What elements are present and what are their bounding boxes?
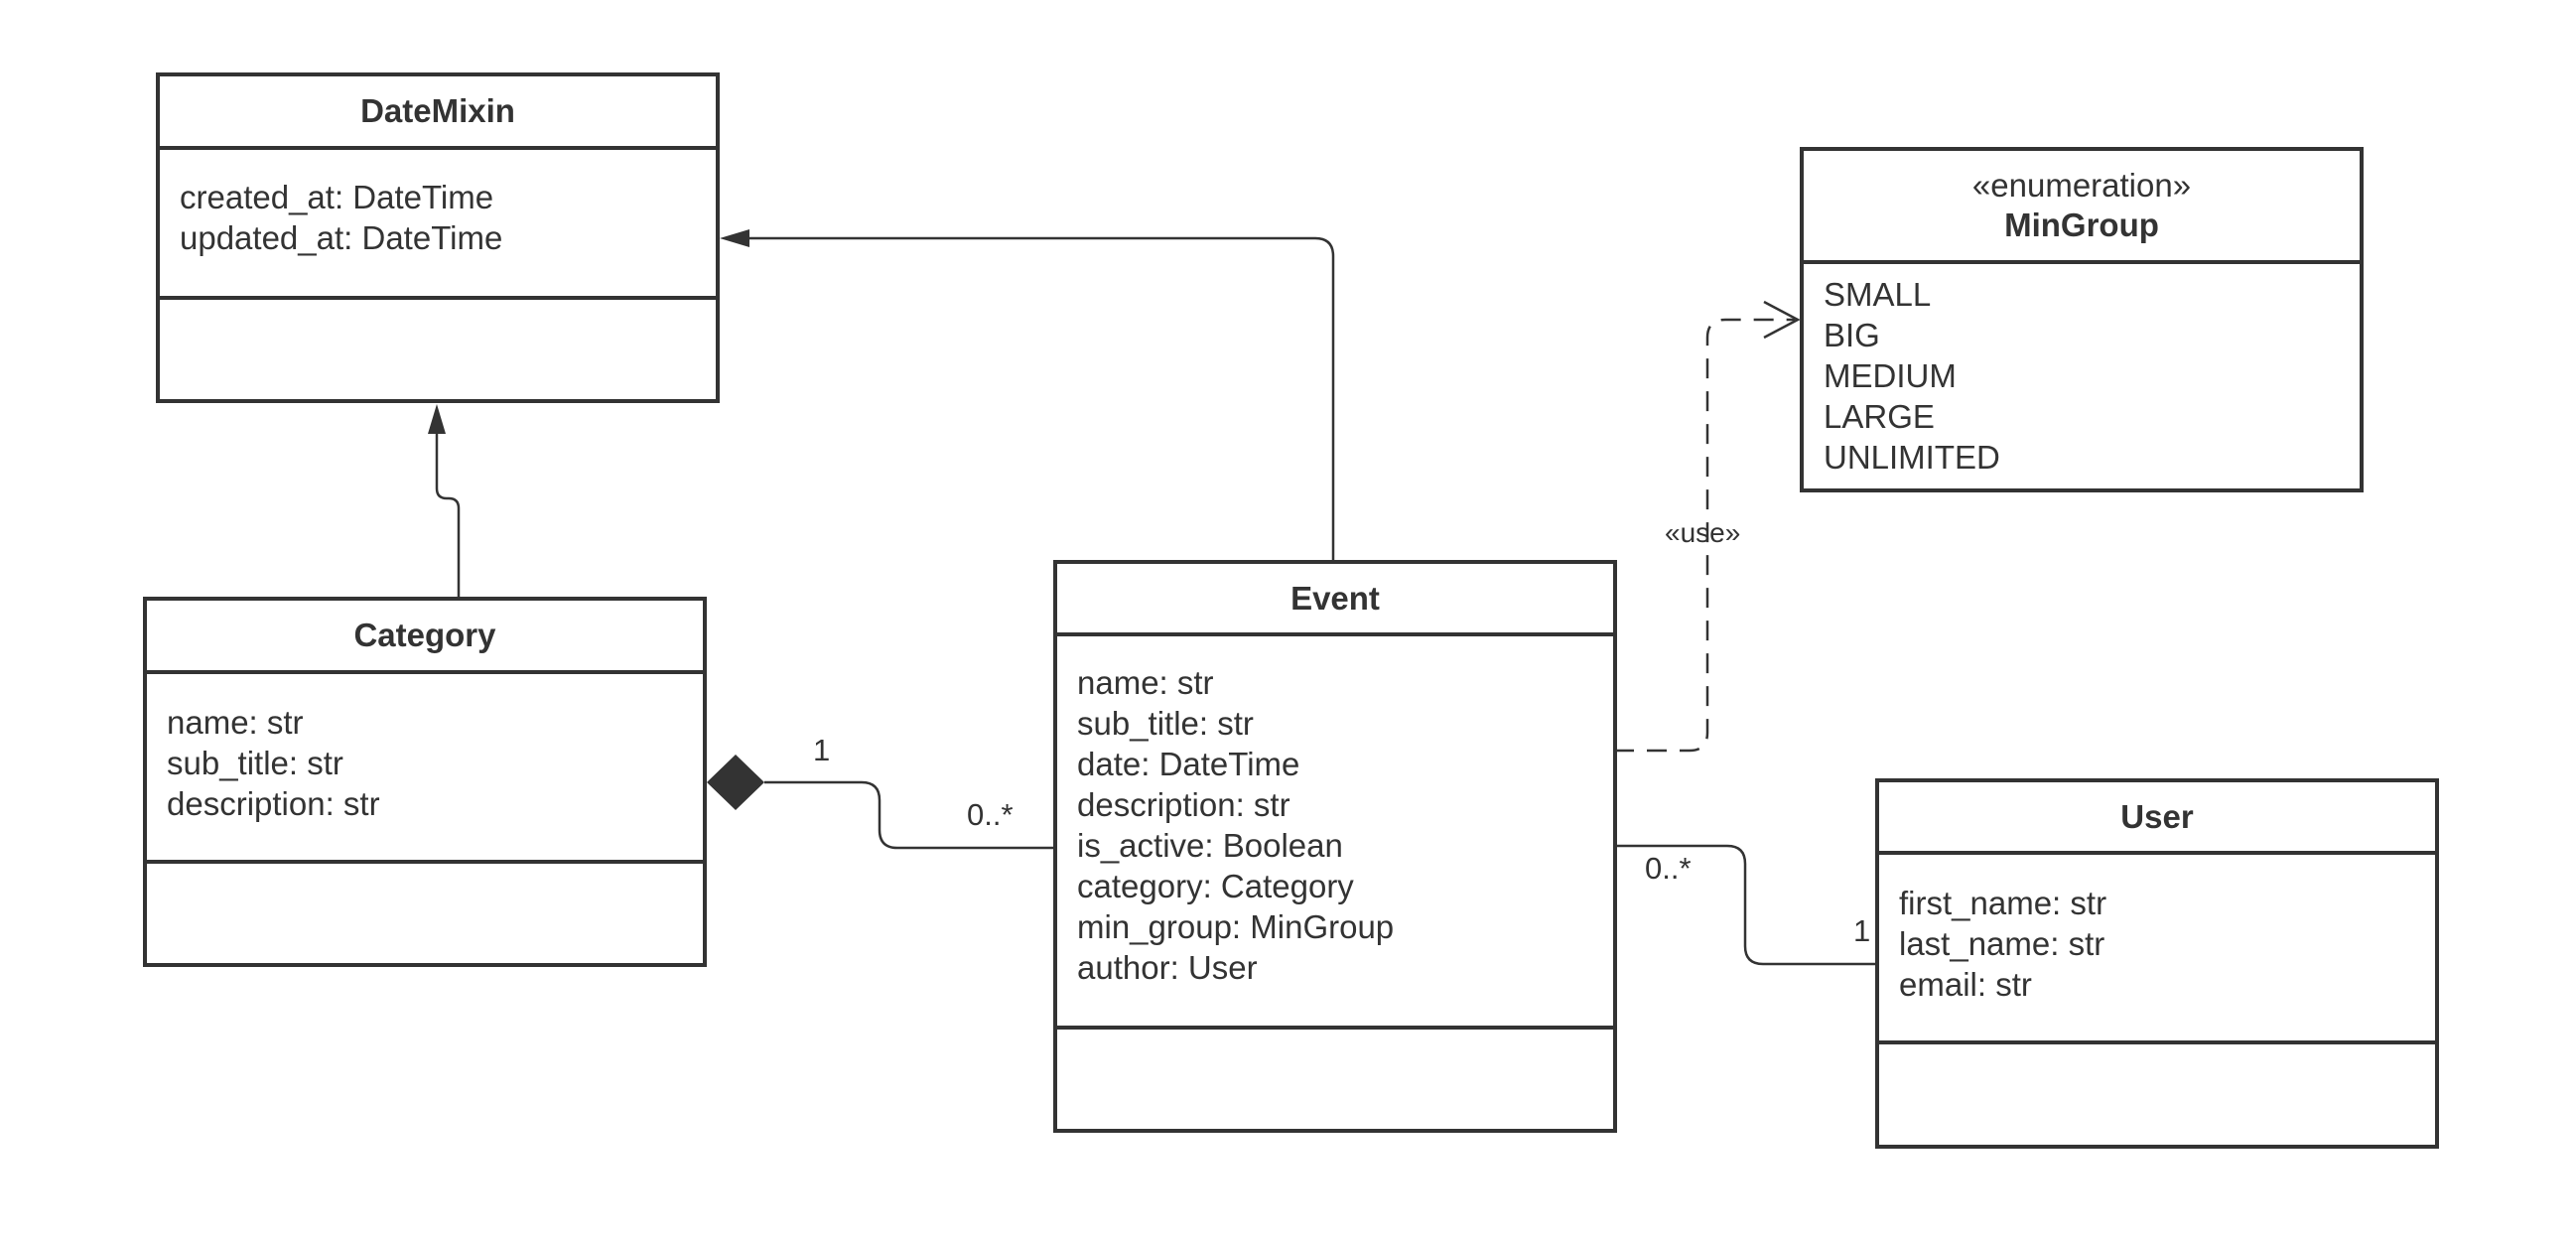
enum-mingroup-name: MinGroup: [2004, 207, 2159, 243]
event-datemixin-generalization-line[interactable]: [748, 236, 1335, 560]
class-event[interactable]: Event name: str sub_title: str date: Dat…: [1053, 560, 1617, 1133]
enum-literal: BIG: [1824, 317, 1880, 353]
class-datemixin-name: DateMixin: [360, 92, 515, 129]
attribute: email: str: [1899, 966, 2032, 1003]
class-datemixin-header: DateMixin: [160, 76, 716, 150]
attribute: description: str: [1077, 786, 1290, 823]
class-category[interactable]: Category name: str sub_title: str descri…: [143, 597, 707, 967]
class-event-header: Event: [1057, 564, 1613, 636]
class-category-attributes: name: str sub_title: str description: st…: [147, 674, 703, 864]
attribute: author: User: [1077, 949, 1258, 986]
multiplicity-event-end-composition: 0..*: [967, 797, 1014, 832]
enum-mingroup-literals: SMALL BIG MEDIUM LARGE UNLIMITED: [1804, 264, 2360, 478]
attribute: sub_title: str: [167, 745, 343, 781]
enum-literal: UNLIMITED: [1824, 439, 2000, 476]
enum-literal: SMALL: [1824, 276, 1932, 313]
attribute: min_group: MinGroup: [1077, 908, 1395, 945]
category-datemixin-generalization-line[interactable]: [435, 433, 461, 598]
attribute: last_name: str: [1899, 925, 2105, 962]
multiplicity-event-end-association: 0..*: [1645, 851, 1692, 886]
class-category-name: Category: [353, 617, 496, 653]
dependency-use-label: «use»: [1665, 517, 1741, 548]
attribute: created_at: DateTime: [180, 179, 494, 215]
composition-diamond: [707, 755, 764, 810]
enum-literal: MEDIUM: [1824, 357, 1957, 394]
dependency-open-arrowhead: [1763, 300, 1801, 340]
category-datemixin-arrowhead: [428, 404, 446, 434]
attribute: first_name: str: [1899, 885, 2107, 921]
class-category-header: Category: [147, 601, 703, 674]
enum-mingroup[interactable]: «enumeration» MinGroup SMALL BIG MEDIUM …: [1800, 147, 2364, 492]
attribute: name: str: [167, 704, 304, 741]
attribute: updated_at: DateTime: [180, 219, 503, 256]
event-datemixin-arrowhead: [720, 229, 749, 247]
class-datemixin-attributes: created_at: DateTime updated_at: DateTim…: [160, 150, 716, 300]
event-user-association-line[interactable]: [1614, 844, 1875, 966]
enum-mingroup-header: «enumeration» MinGroup: [1804, 151, 2360, 264]
enum-literal: LARGE: [1824, 398, 1935, 435]
class-user[interactable]: User first_name: str last_name: str emai…: [1875, 778, 2439, 1149]
class-user-attributes: first_name: str last_name: str email: st…: [1879, 855, 2435, 1044]
attribute: sub_title: str: [1077, 705, 1254, 742]
enum-mingroup-stereotype: «enumeration»: [1971, 167, 2192, 204]
attribute: is_active: Boolean: [1077, 827, 1343, 864]
multiplicity-category-end: 1: [813, 733, 831, 767]
attribute: description: str: [167, 785, 380, 822]
category-event-composition-line[interactable]: [764, 780, 1053, 850]
class-user-header: User: [1879, 782, 2435, 855]
event-mingroup-dependency-line[interactable]: [1614, 318, 1795, 753]
attribute: name: str: [1077, 664, 1214, 701]
class-user-name: User: [2120, 797, 2194, 835]
multiplicity-user-end: 1: [1853, 913, 1871, 948]
class-event-name: Event: [1290, 579, 1380, 617]
attribute: category: Category: [1077, 868, 1354, 904]
class-event-attributes: name: str sub_title: str date: DateTime …: [1057, 636, 1613, 1030]
attribute: date: DateTime: [1077, 746, 1300, 782]
class-datemixin[interactable]: DateMixin created_at: DateTime updated_a…: [156, 72, 720, 403]
